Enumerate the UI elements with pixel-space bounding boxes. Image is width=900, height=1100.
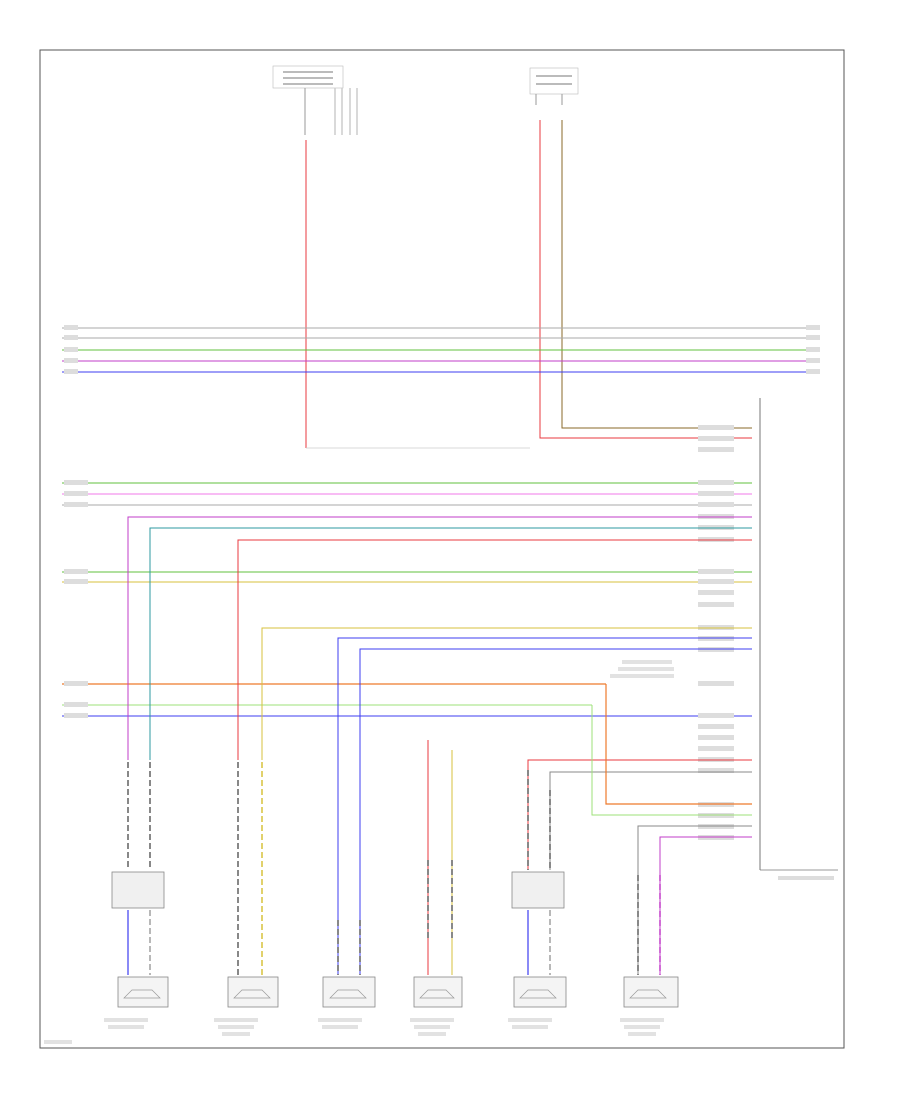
mic-brown-wire bbox=[561, 120, 752, 429]
amplifier-pin-labels bbox=[698, 425, 734, 840]
speaker-3-icon bbox=[322, 976, 376, 1008]
speaker-5-module bbox=[511, 871, 565, 909]
speaker-2-icon bbox=[227, 976, 279, 1008]
speaker-6-icon bbox=[623, 976, 679, 1008]
speaker-5-icon bbox=[513, 976, 567, 1008]
amplifier-connector bbox=[759, 398, 838, 880]
speaker-4-icon bbox=[413, 976, 463, 1008]
diagram-frame bbox=[39, 49, 845, 1049]
fuse-block bbox=[272, 65, 358, 135]
speaker-1-group bbox=[111, 516, 752, 1008]
left-feeds bbox=[62, 480, 752, 718]
illegible-labels bbox=[44, 660, 674, 1044]
microphone-block bbox=[529, 67, 579, 105]
speaker-4-group bbox=[413, 740, 463, 1008]
speaker-1-icon bbox=[117, 976, 169, 1008]
speaker-5-group bbox=[511, 759, 752, 1008]
mic-red-wire bbox=[539, 120, 752, 439]
main-bus bbox=[62, 325, 820, 374]
speaker-2-group bbox=[227, 539, 752, 1008]
speaker-6-group bbox=[591, 684, 752, 1008]
speaker-3-group bbox=[322, 637, 752, 1008]
speaker-1-module bbox=[111, 871, 165, 909]
